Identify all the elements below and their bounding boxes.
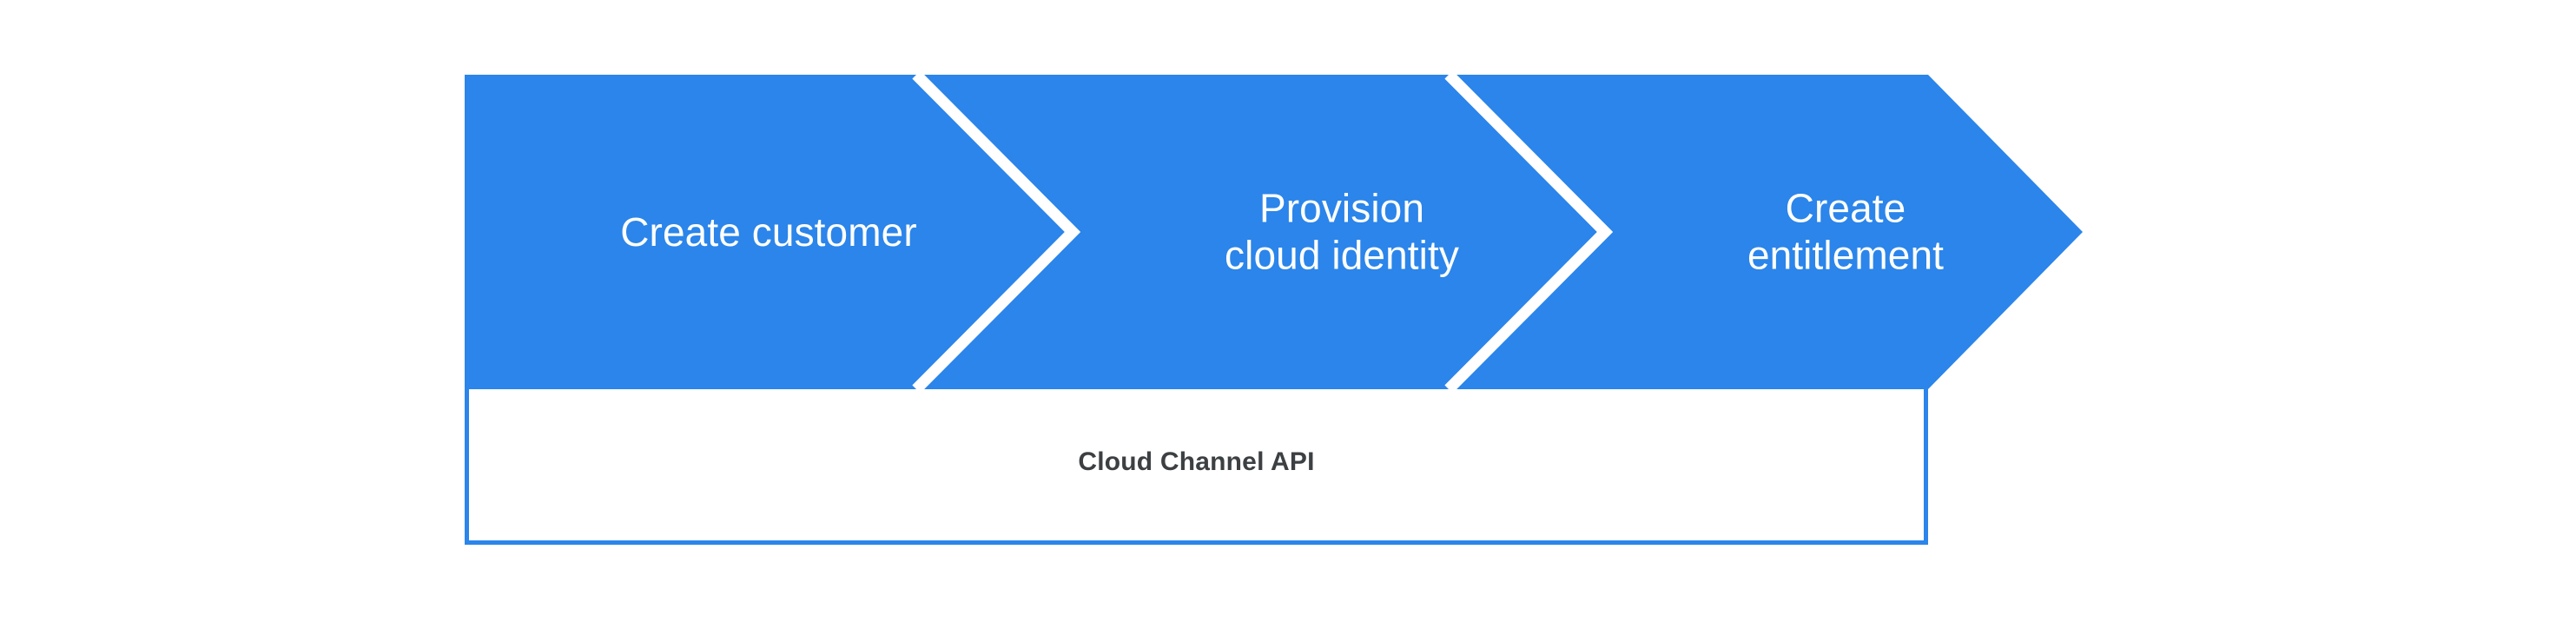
banner-arrow-body bbox=[465, 75, 2083, 389]
banner-shape bbox=[465, 75, 2083, 389]
chevron-separator-2 bbox=[1444, 75, 1614, 389]
chevron-separator-1 bbox=[912, 75, 1081, 389]
cloud-channel-api-label: Cloud Channel API bbox=[1078, 447, 1315, 476]
cloud-channel-api-box: Cloud Channel API bbox=[465, 389, 1928, 545]
process-banner: Create customer Provision cloud identity… bbox=[465, 75, 2083, 389]
